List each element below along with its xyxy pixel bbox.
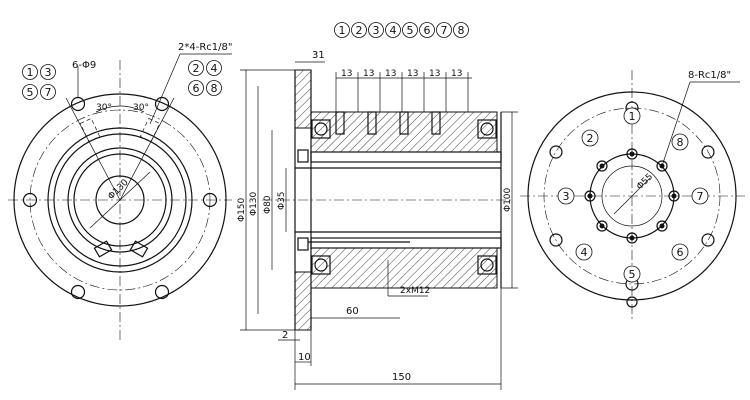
bolt-hole (549, 233, 563, 247)
header-bubble-8: 8 (453, 22, 469, 38)
dim-thread: 2xM12 (400, 286, 430, 296)
header-bubble-label: 6 (424, 24, 431, 37)
port-number: 5 (629, 268, 636, 281)
port-number: 3 (563, 190, 570, 203)
bolt-hole (154, 96, 170, 112)
left-end-view: Φ130 30° 30° 6-Φ9 2*4-Rc1/8" 1 3 5 7 (8, 42, 232, 340)
dim-d100: Φ100 (503, 187, 513, 212)
header-bubbles: 1 2 3 4 5 6 7 8 (334, 22, 469, 38)
port-number: 7 (697, 190, 704, 203)
legend-5: 5 (27, 86, 34, 99)
section-view: 31 13 13 13 13 13 13 Φ150 Φ130 Φ80 Φ35 Φ… (237, 50, 518, 390)
dim-channel: 13 (407, 69, 418, 79)
header-bubble-1: 1 (334, 22, 350, 38)
bolt-hole (701, 145, 715, 159)
left-legend: 1 3 5 7 (22, 64, 56, 100)
inner-ports (584, 148, 680, 244)
holes-label: 6-Φ9 (72, 60, 96, 71)
legend-3: 3 (45, 66, 52, 79)
angle-right-label: 30° (133, 103, 149, 113)
port-number: 8 (677, 136, 684, 149)
legend-4: 4 (211, 62, 218, 75)
ports-legend: 2 4 6 8 (188, 60, 222, 96)
channels-top (335, 111, 441, 135)
dim-10: 10 (298, 352, 311, 363)
bolt-hole (70, 96, 86, 112)
header-bubble-label: 8 (458, 24, 465, 37)
dim-channel: 13 (385, 69, 396, 79)
dim-channel: 13 (341, 69, 352, 79)
dim-d130: Φ130 (249, 191, 259, 216)
dim-channel: 13 (451, 69, 462, 79)
right-ports-label: 8-Rc1/8" (688, 70, 731, 81)
header-bubble-label: 4 (390, 24, 397, 37)
bolt-hole (549, 145, 563, 159)
dim-d35: Φ35 (277, 191, 287, 210)
bolt-hole (22, 192, 38, 208)
right-diameter-label: Φ55 (635, 172, 655, 192)
port-numbers: 1 8 7 6 5 4 3 2 (557, 107, 709, 283)
header-bubble-label: 5 (407, 24, 414, 37)
header-bubble-4: 4 (385, 22, 401, 38)
legend-6: 6 (193, 82, 200, 95)
port-number: 6 (677, 246, 684, 259)
port-number: 4 (581, 246, 588, 259)
dim-d150: Φ150 (237, 197, 247, 222)
header-bubble-2: 2 (351, 22, 367, 38)
dim-60: 60 (346, 306, 359, 317)
legend-2: 2 (193, 62, 200, 75)
header-bubble-label: 7 (441, 24, 448, 37)
right-end-view: Φ55 1 8 7 6 5 4 3 2 (520, 70, 745, 320)
bolt-hole (154, 284, 170, 300)
dim-channel: 13 (363, 69, 374, 79)
dim-2: 2 (282, 330, 288, 341)
dim-flange-width: 31 (312, 50, 325, 61)
ports-label: 2*4-Rc1/8" (178, 42, 232, 53)
header-bubble-label: 1 (339, 24, 346, 37)
bolt-hole (70, 284, 86, 300)
port-number: 2 (587, 132, 594, 145)
header-bubble-7: 7 (436, 22, 452, 38)
bolt-hole (701, 233, 715, 247)
dim-d80: Φ80 (263, 195, 273, 214)
bolt-hole (202, 192, 218, 208)
header-bubble-label: 3 (373, 24, 380, 37)
header-bubble-3: 3 (368, 22, 384, 38)
port-number: 1 (629, 110, 636, 123)
legend-1: 1 (27, 66, 34, 79)
header-bubble-5: 5 (402, 22, 418, 38)
dim-channel: 13 (429, 69, 440, 79)
legend-8: 8 (211, 82, 218, 95)
bolt-hole (626, 296, 638, 308)
dim-150: 150 (392, 372, 411, 383)
legend-7: 7 (45, 86, 52, 99)
header-bubble-6: 6 (419, 22, 435, 38)
header-bubble-label: 2 (356, 24, 363, 37)
angle-left-label: 30° (96, 103, 112, 113)
